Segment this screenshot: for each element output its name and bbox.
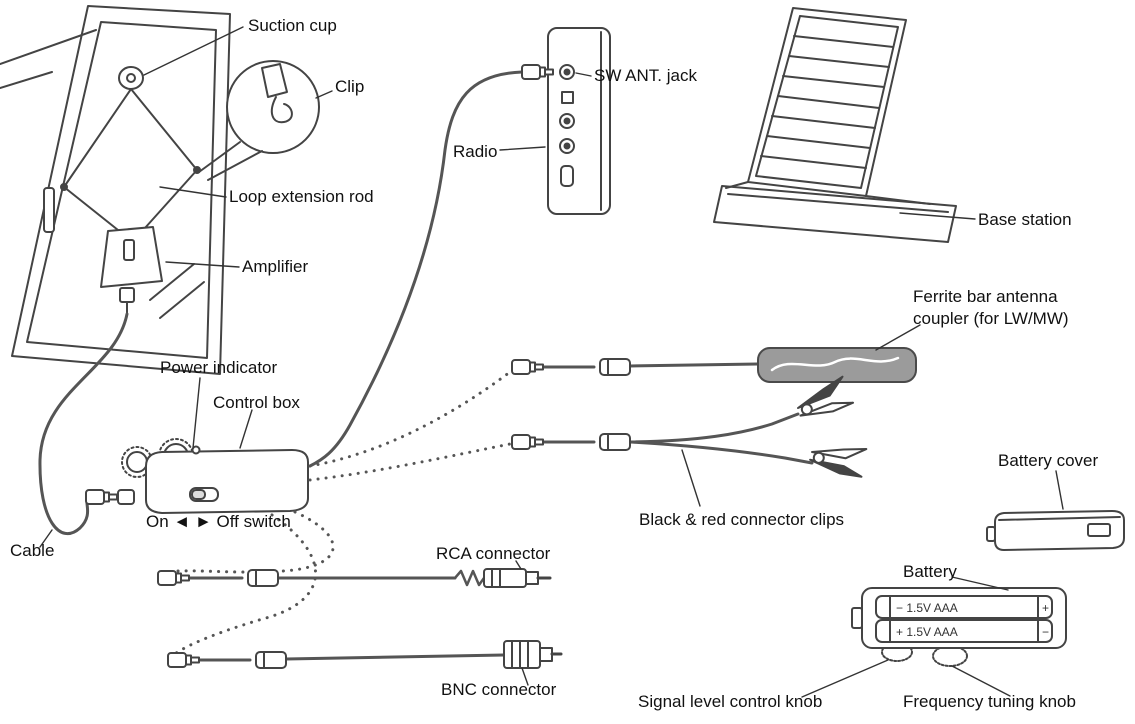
label-cable: Cable — [10, 541, 55, 560]
ferrite-chain — [541, 362, 760, 369]
battery-cover-illustration — [986, 510, 1125, 551]
base-station-illustration — [713, 7, 957, 243]
radio-illustration — [547, 27, 611, 215]
suction-cup-illustration — [118, 66, 144, 90]
label-on-off-switch: On ◄ ► Off switch — [146, 512, 291, 531]
loop-antenna-illustration — [60, 88, 201, 239]
clips-chain — [541, 412, 814, 465]
window-illustration — [0, 5, 231, 375]
alligator-clip-black — [797, 375, 855, 417]
label-battery-cover: Battery cover — [998, 451, 1099, 470]
bnc-chain — [197, 640, 563, 669]
label-connector-clips: Black & red connector clips — [639, 510, 845, 529]
control-box-jack — [117, 489, 135, 505]
battery-compartment-illustration — [851, 587, 1067, 667]
label-suction-cup: Suction cup — [248, 16, 337, 35]
label-ferrite-line2: coupler (for LW/MW) — [913, 309, 1069, 328]
label-base-station: Base station — [978, 210, 1072, 229]
label-radio: Radio — [453, 142, 498, 161]
label-power-indicator: Power indicator — [160, 358, 278, 377]
battery-slot1-marking: − 1.5V AAA — [896, 601, 958, 615]
battery-slot2-marking: + 1.5V AAA — [896, 625, 958, 639]
battery-slot1-polarity: + — [1042, 601, 1049, 615]
label-amplifier: Amplifier — [242, 257, 309, 276]
alligator-clip-red — [809, 448, 868, 478]
control-box-illustration — [121, 438, 309, 514]
dotted-cables — [158, 370, 512, 658]
radio-cable — [308, 70, 524, 468]
label-clip: Clip — [335, 77, 365, 96]
label-bnc-connector: BNC connector — [441, 680, 557, 699]
amplifier-cable — [38, 312, 129, 536]
label-frequency-tuning-knob: Frequency tuning knob — [903, 692, 1076, 711]
label-rca-connector: RCA connector — [436, 544, 551, 563]
label-ferrite-line1: Ferrite bar antenna — [913, 287, 1058, 306]
label-control-box: Control box — [213, 393, 300, 412]
label-signal-level-knob: Signal level control knob — [638, 692, 823, 711]
ferrite-bar-illustration — [757, 347, 917, 383]
rca-chain — [187, 568, 552, 588]
leader-lines — [39, 26, 1064, 698]
battery-slot2-polarity: − — [1042, 625, 1049, 639]
label-battery: Battery — [903, 562, 957, 581]
amplifier-illustration — [100, 226, 163, 315]
clip-callout — [198, 60, 320, 181]
label-loop-extension-rod: Loop extension rod — [229, 187, 374, 206]
label-sw-ant-jack: SW ANT. jack — [594, 66, 697, 85]
